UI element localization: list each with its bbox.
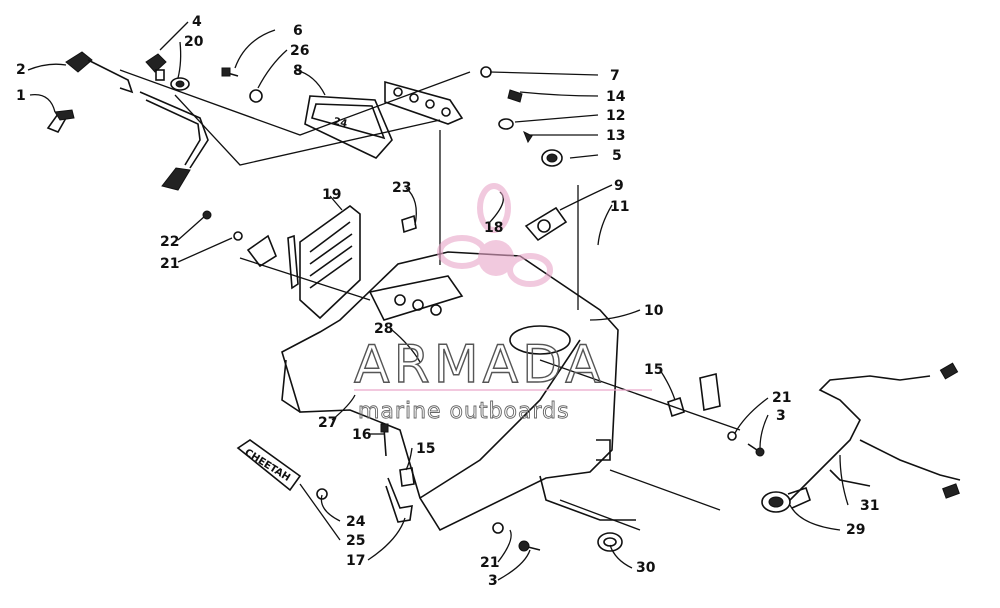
part-washer-21-upper [233, 231, 243, 241]
part-washer-21-lower [492, 522, 504, 534]
callout-31: 31 [860, 498, 879, 514]
part-small-bracket-23 [401, 214, 417, 234]
callout-6: 6 [293, 23, 303, 39]
callout-12: 12 [606, 108, 625, 124]
callout-21-b: 21 [772, 390, 791, 406]
callout-20: 20 [184, 34, 204, 50]
callout-7: 7 [610, 68, 620, 84]
callout-11: 11 [610, 199, 629, 215]
callout-21-a: 21 [160, 256, 179, 272]
callout-labels: 1 2 4 20 6 26 8 7 14 12 13 5 9 11 18 19 … [16, 14, 879, 589]
callout-25: 25 [346, 533, 365, 549]
callout-26: 26 [290, 43, 309, 59]
part-vent-grille-19 [299, 204, 361, 320]
part-dash-plate-8: 24 [304, 95, 393, 159]
callout-22: 22 [160, 234, 179, 250]
callout-8: 8 [293, 63, 303, 79]
callout-2: 2 [16, 62, 26, 78]
part-washer-24-25 [316, 488, 328, 500]
part-console-body-10 [281, 251, 636, 532]
callout-18: 18 [484, 220, 503, 236]
part-washer-26 [249, 89, 263, 103]
callout-24: 24 [346, 514, 366, 530]
part-bracket-1 [46, 109, 75, 134]
watermark-subtitle: marine outboards [358, 399, 570, 424]
part-decal-cheetah: CHEETAH [236, 439, 302, 492]
propeller-logo-icon [437, 183, 553, 287]
part-pin-16 [380, 423, 389, 457]
callout-14: 14 [606, 89, 626, 105]
part-clip-plate [246, 234, 299, 290]
watermark: ARMADA marine outboards [353, 183, 652, 424]
part-screw-3-right [747, 443, 765, 457]
callout-13: 13 [606, 128, 625, 144]
part-grommet-20 [170, 77, 190, 91]
callout-23: 23 [392, 180, 411, 196]
part-wiring-harness-31 [789, 362, 961, 501]
svg-text:24: 24 [332, 116, 348, 130]
callout-3-b: 3 [488, 573, 498, 589]
callout-16: 16 [352, 427, 371, 443]
part-bracket-17 [385, 477, 413, 523]
callout-3-a: 3 [776, 408, 786, 424]
part-clip-15-lower [399, 467, 415, 487]
part-screw-6 [221, 67, 239, 77]
callout-9: 9 [614, 178, 624, 194]
callout-5: 5 [612, 148, 622, 164]
callout-19: 19 [322, 187, 341, 203]
callout-30: 30 [636, 560, 656, 576]
part-screw-3-lower [518, 540, 541, 552]
part-screw-22 [202, 210, 212, 220]
callout-15-b: 15 [416, 441, 435, 457]
leader-lines [27, 21, 849, 581]
part-bracket-15-right [667, 373, 721, 418]
callout-10: 10 [644, 303, 664, 319]
part-small-hardware-7-14-12-13-5 [480, 66, 563, 167]
callout-28: 28 [374, 321, 393, 337]
callout-17: 17 [346, 553, 365, 569]
callout-1: 1 [16, 88, 26, 104]
part-gasket-9 [524, 206, 568, 242]
callout-15-a: 15 [644, 362, 663, 378]
part-clip-4 [145, 53, 167, 81]
callout-21-c: 21 [480, 555, 499, 571]
callout-4: 4 [192, 14, 202, 30]
part-washer-21-right [727, 431, 737, 441]
part-grommet-30 [597, 532, 623, 552]
part-switch-panel-upper [384, 80, 464, 125]
watermark-title: ARMADA [354, 335, 605, 395]
part-throttle-lever-2 [65, 51, 209, 191]
callout-27: 27 [318, 415, 337, 431]
callout-29: 29 [846, 522, 865, 538]
part-connector-29 [761, 486, 811, 513]
